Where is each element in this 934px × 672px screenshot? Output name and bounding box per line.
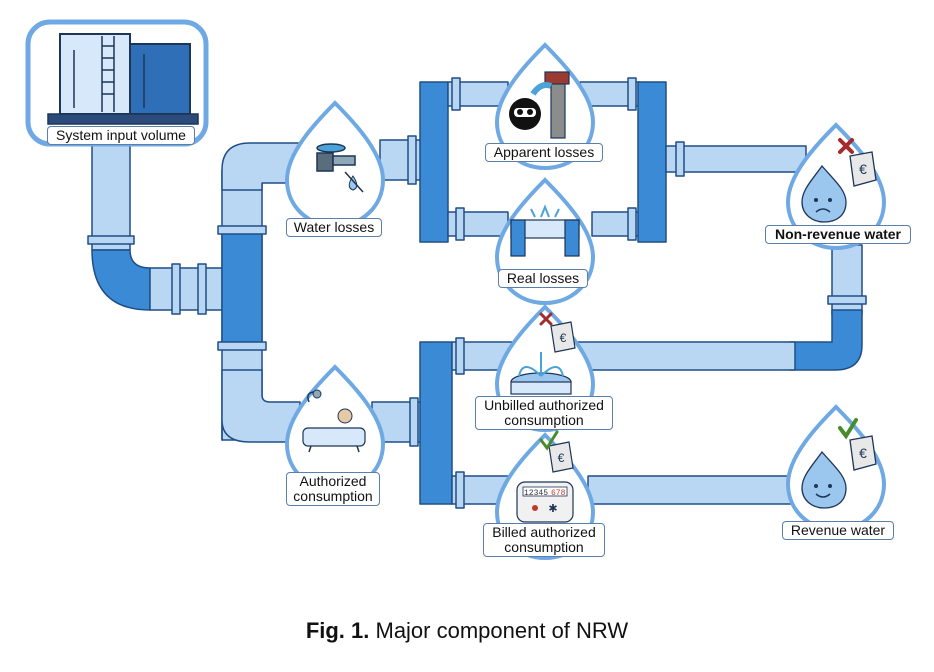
meter-reading: 12345 <box>524 489 548 498</box>
label-apparent-losses: Apparent losses <box>485 143 603 162</box>
caption-prefix: Fig. 1. <box>305 618 370 643</box>
pipe-loop-right <box>637 81 667 243</box>
billed-drop: 12345 678 ✱ € <box>495 430 595 560</box>
label-authorized: Authorized consumption <box>286 472 380 506</box>
euro-symbol: € <box>560 331 567 345</box>
burst-pipe-icon <box>510 204 580 257</box>
label-unbilled-line2: consumption <box>504 412 584 428</box>
label-system-input: System input volume <box>47 126 195 145</box>
non-revenue-drop: € <box>786 123 886 250</box>
pipe-unbilled-out <box>574 341 796 371</box>
apparent-losses-drop <box>495 43 595 170</box>
label-authorized-line2: consumption <box>293 488 373 504</box>
water-tank-icon <box>47 33 199 125</box>
pipe-trunk-top <box>221 142 301 191</box>
pipe-horizontal-1 <box>149 267 231 311</box>
nrw-diagram: € € <box>25 19 886 560</box>
pipe-nrw-elbow <box>789 309 863 371</box>
label-real-losses: Real losses <box>498 269 588 288</box>
label-non-revenue: Non-revenue water <box>765 225 911 244</box>
money-bag-icon: € <box>849 435 877 471</box>
label-authorized-line1: Authorized <box>299 473 367 489</box>
label-billed: Billed authorized consumption <box>483 523 605 557</box>
pipe-trunk-joint <box>221 227 263 349</box>
euro-symbol: € <box>859 161 867 177</box>
pipe-loop-left <box>419 81 449 243</box>
pipe-to-nrw <box>665 145 807 173</box>
sad-drop-icon <box>801 164 847 223</box>
pipe-network <box>87 77 867 509</box>
unbilled-drop: € <box>495 305 595 432</box>
label-unbilled: Unbilled authorized consumption <box>475 396 613 430</box>
svg-text:✱: ✱ <box>548 503 557 515</box>
green-check-icon <box>838 418 858 440</box>
bathtub-icon <box>302 389 366 453</box>
label-revenue: Revenue water <box>782 521 894 540</box>
water-losses-drop <box>285 101 385 228</box>
meter-reading-red: 678 <box>551 489 566 498</box>
money-bag-icon: € <box>849 151 877 187</box>
pipe-trunk-bottom <box>221 369 301 443</box>
thief-icon <box>509 71 570 139</box>
money-bag-icon: € <box>550 321 576 353</box>
pipe-billed-out <box>587 475 794 505</box>
pipe-tank-down <box>91 139 131 251</box>
euro-symbol: € <box>558 451 565 465</box>
label-unbilled-line1: Unbilled authorized <box>484 397 604 413</box>
pipe-bottom-loop-left <box>419 341 453 505</box>
water-meter-icon: 12345 678 ✱ <box>516 481 574 523</box>
red-cross-icon <box>539 312 553 326</box>
pipe-elbow-1 <box>91 249 151 311</box>
happy-drop-icon <box>801 450 847 509</box>
caption-text: Major component of NRW <box>369 618 629 643</box>
red-cross-icon <box>838 138 854 154</box>
authorized-drop <box>285 365 385 492</box>
faucet-icon <box>316 143 364 193</box>
label-billed-line2: consumption <box>504 539 584 555</box>
revenue-drop: € <box>786 405 886 532</box>
tank-frame <box>25 19 209 147</box>
euro-symbol: € <box>859 445 867 461</box>
real-losses-drop <box>495 178 595 305</box>
label-billed-line1: Billed authorized <box>492 524 596 540</box>
money-bag-icon: € <box>548 441 574 473</box>
fountain-icon <box>510 352 572 395</box>
label-water-losses: Water losses <box>286 218 382 237</box>
green-check-icon <box>539 430 559 451</box>
figure-caption: Fig. 1. Major component of NRW <box>0 618 934 644</box>
